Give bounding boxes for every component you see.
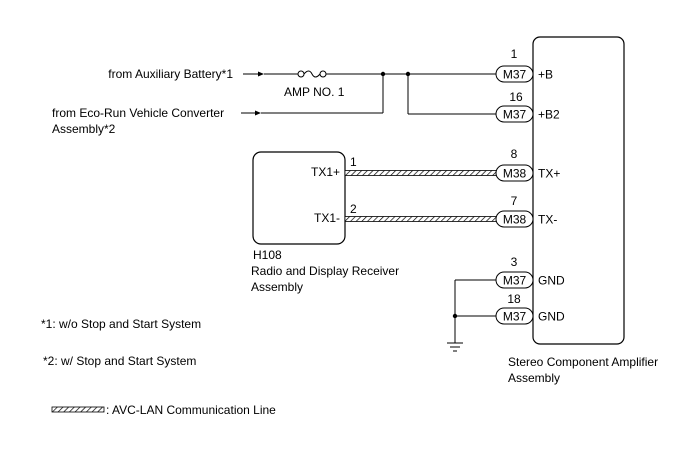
- b2-branch-wire: [407, 74, 496, 115]
- amp-pin-16: 16 M37 +B2: [495, 90, 560, 123]
- fuse-label: AMP NO. 1: [284, 85, 345, 99]
- eco-run-wire: [241, 74, 384, 116]
- pin-signal: +B: [538, 68, 553, 82]
- amplifier-box: [532, 36, 625, 345]
- pin-number: 8: [511, 147, 518, 161]
- avc-lan-line-tx-plus: [344, 170, 497, 176]
- pin-number: 16: [509, 90, 523, 104]
- avc-lan-line-tx-minus: [344, 216, 497, 222]
- receiver-name-line1: Radio and Display Receiver: [251, 264, 399, 278]
- legend-label: : AVC-LAN Communication Line: [106, 403, 276, 417]
- amplifier-name-line1: Stereo Component Amplifier: [508, 355, 658, 369]
- ground-wire: [454, 279, 496, 343]
- amp-pin-8: 8 M38 TX+: [495, 147, 560, 182]
- amp-pin-7: 7 M38 TX-: [495, 194, 557, 228]
- connector-label: M37: [503, 108, 527, 122]
- connector-label: M38: [503, 167, 527, 181]
- pin-number: 7: [511, 194, 518, 208]
- amp-pin-18: 18 M37 GND: [495, 292, 565, 325]
- note-2: *2: w/ Stop and Start System: [43, 354, 196, 368]
- pin-number: 18: [507, 292, 521, 306]
- receiver-code: H108: [253, 248, 282, 262]
- junction-dot: [405, 71, 411, 77]
- connector-label: M38: [503, 213, 527, 227]
- pin-signal: GND: [538, 274, 565, 288]
- b-plus-wire: [243, 71, 496, 77]
- receiver-box: [252, 151, 346, 245]
- connector-label: M37: [503, 68, 527, 82]
- note-1: *1: w/o Stop and Start System: [41, 317, 201, 331]
- connector-label: M37: [503, 310, 527, 324]
- ground-icon: [447, 342, 463, 352]
- eco-run-label-line1: from Eco-Run Vehicle Converter: [52, 106, 224, 120]
- pin-signal: GND: [538, 310, 565, 324]
- pin-signal: TX+: [538, 167, 560, 181]
- amplifier-name-line2: Assembly: [508, 371, 560, 385]
- receiver-pin-signal: TX1-: [314, 211, 340, 225]
- amp-pin-1: 1 M37 +B: [495, 47, 553, 83]
- pin-signal: +B2: [538, 108, 560, 122]
- receiver-pin-number: 2: [350, 202, 357, 216]
- eco-run-label-line2: Assembly*2: [52, 122, 116, 136]
- pin-number: 1: [511, 47, 518, 61]
- fuse-icon: [297, 70, 327, 78]
- legend-hatch-swatch: [51, 406, 105, 413]
- aux-battery-label: from Auxiliary Battery*1: [108, 67, 233, 81]
- connector-label: M37: [503, 274, 527, 288]
- junction-dot: [380, 71, 386, 77]
- amp-pin-3: 3 M37 GND: [495, 255, 565, 289]
- pin-number: 3: [511, 255, 518, 269]
- receiver-name-line2: Assembly: [251, 280, 303, 294]
- pin-signal: TX-: [538, 213, 557, 227]
- receiver-pin-signal: TX1+: [311, 165, 340, 179]
- receiver-pin-number: 1: [350, 155, 357, 169]
- junction-dot: [452, 313, 458, 319]
